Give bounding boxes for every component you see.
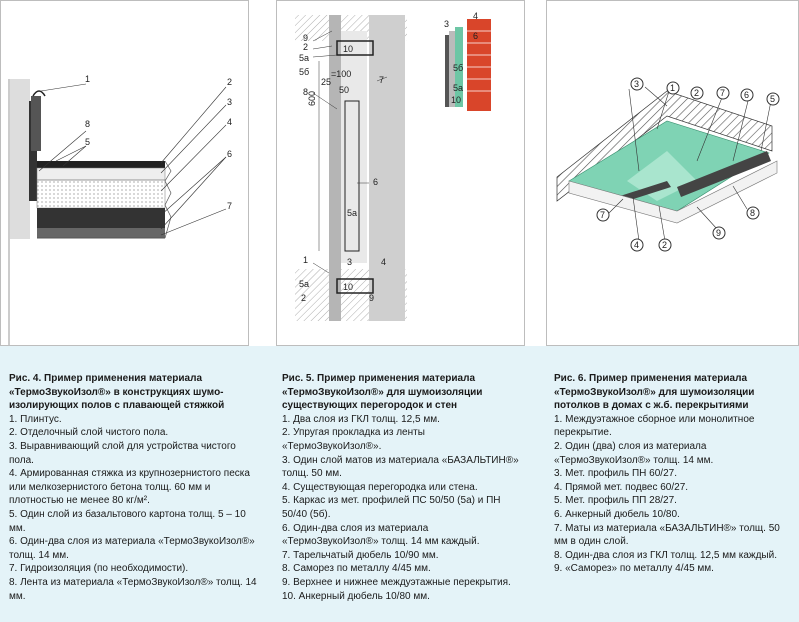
callout-1: 1 [670,83,675,93]
callout-4-detail: 4 [473,11,478,21]
caption-item: 7. Маты из материала «БАЗАЛЬТИН®» толщ. … [554,522,780,548]
caption-item: 9. «Саморез» по металлу 4/45 мм. [554,563,714,575]
callout-9: 9 [716,228,721,238]
figure-6-caption: Рис. 6. Пример применения материала «Тер… [554,372,794,576]
caption-item: 7. Тарельчатый дюбель 10/90 мм. [282,549,439,561]
caption-item: 2. Упругая прокладка из ленты «ТермоЗвук… [282,427,425,452]
callout-3-detail: 3 [444,19,449,29]
callout-5b-detail: 5б [453,63,463,73]
caption-item: 8. Саморез по металлу 4/45 мм. [282,563,431,575]
caption-item: 7. Гидроизоляция (по необходимости). [9,563,189,575]
callout-7-top: 7 [720,88,725,98]
figure-6-panel: 3 1 2 7 6 5 7 4 2 9 8 [546,0,799,346]
callout-1: 1 [303,255,308,265]
callout-4: 4 [634,240,639,250]
callout-10-bottom: 10 [343,282,353,292]
caption-item: 5. Мет. профиль ПП 28/27. [554,495,677,507]
caption-item: 1. Междуэтажное сборное или монолитное п… [554,413,755,439]
callout-3: 3 [227,97,232,107]
dim-50: 50 [339,85,349,95]
callout-2-top: 2 [694,88,699,98]
caption-item: 8. Лента из материала «ТермоЗвукоИзол®» … [9,576,257,602]
callout-10-top: 10 [343,44,353,54]
figure-6-title: Рис. 6. Пример применения материала «Тер… [554,373,755,412]
captions-band: Рис. 4. Пример применения материала «Тер… [0,346,799,622]
callout-8: 8 [303,87,308,97]
callout-5: 5 [85,137,90,147]
caption-item: 9. Верхнее и нижнее междуэтажные перекры… [282,576,511,588]
callout-4-bottom: 4 [381,257,386,267]
caption-item: 5. Один слой из базальтового картона тол… [9,508,246,534]
callout-6: 6 [744,90,749,100]
callout-9-bottom: 9 [369,293,374,303]
caption-item: 2. Отделочный слой чистого пола. [9,427,169,439]
callout-4: 4 [227,117,232,127]
callout-5a-detail: 5а [453,83,463,93]
callout-9-top: 9 [303,33,308,43]
ceiling-isometric-drawing: 3 1 2 7 6 5 7 4 2 9 8 [556,77,780,252]
figure-4-title: Рис. 4. Пример применения материала «Тер… [9,373,225,412]
callout-7-bottom: 7 [600,210,605,220]
caption-item: 8. Один-два слоя из ГКЛ толщ. 12,5 мм ка… [554,549,777,561]
callout-1: 1 [85,74,90,84]
caption-item: 2. Один (два) слоя из материала «ТермоЗв… [554,440,714,466]
caption-item: 6. Анкерный дюбель 10/80. [554,508,680,520]
callout-2: 2 [227,77,232,87]
floor-section-drawing: 1 2 3 4 5 6 7 8 [8,74,232,345]
caption-item: 6. Один-два слоя из материала «ТермоЗвук… [9,536,255,561]
callout-7: 7 [227,201,232,211]
figure-4-panel: 1 2 3 4 5 6 7 8 [0,0,249,346]
caption-item: 4. Существующая перегородка или стена. [282,481,478,493]
callout-6-detail: 6 [473,31,478,41]
callout-5: 5 [770,94,775,104]
callout-10-detail: 10 [451,95,461,105]
caption-item: 10. Анкерный дюбель 10/80 мм. [282,590,430,602]
caption-item: 6. Один-два слоя из материала «ТермоЗвук… [282,522,480,548]
callout-6: 6 [227,149,232,159]
callout-6: 6 [373,177,378,187]
caption-item: 3. Один слой матов из материала «БАЗАЛЬТ… [282,454,519,480]
figure-5-title: Рис. 5. Пример применения материала «Тер… [282,373,483,412]
callout-5a-bottom: 5а [299,279,309,289]
callout-5a-mid: 5а [347,208,357,218]
caption-item: 4. Прямой мет. подвес 60/27. [554,481,689,493]
caption-item: 4. Армированная стяжка из крупнозернисто… [9,468,250,507]
dim-100: =100 [331,69,351,79]
caption-item: 3. Мет. профиль ПН 60/27. [554,468,677,480]
callout-2-bottom: 2 [301,293,306,303]
figure-4-caption: Рис. 4. Пример применения материала «Тер… [9,372,259,603]
callout-8: 8 [750,208,755,218]
wall-section-drawing: 10 10 600 =100 25 50 9 2 5а 8 5б 1 6 5а … [295,11,491,321]
callout-3: 3 [634,79,639,89]
callout-5b-top: 5б [299,67,309,77]
brick-detail [445,19,491,111]
callout-5a-top: 5а [299,53,309,63]
callout-2-top: 2 [303,42,308,52]
figure-5-caption: Рис. 5. Пример применения материала «Тер… [282,372,527,603]
caption-item: 1. Плинтус. [9,413,62,425]
callout-2-bottom: 2 [662,240,667,250]
callout-7: 7 [379,75,384,85]
figure-5-panel: 10 10 600 =100 25 50 9 2 5а 8 5б 1 6 5а … [276,0,525,346]
caption-item: 1. Два слоя из ГКЛ толщ. 12,5 мм. [282,413,440,425]
caption-item: 5. Каркас из мет. профилей ПС 50/50 (5а)… [282,495,501,520]
dim-25: 25 [321,77,331,87]
callout-8: 8 [85,119,90,129]
callout-3-bottom: 3 [347,257,352,267]
caption-item: 3. Выравнивающий слой для устройства чис… [9,440,236,466]
dim-600: 600 [307,91,317,106]
